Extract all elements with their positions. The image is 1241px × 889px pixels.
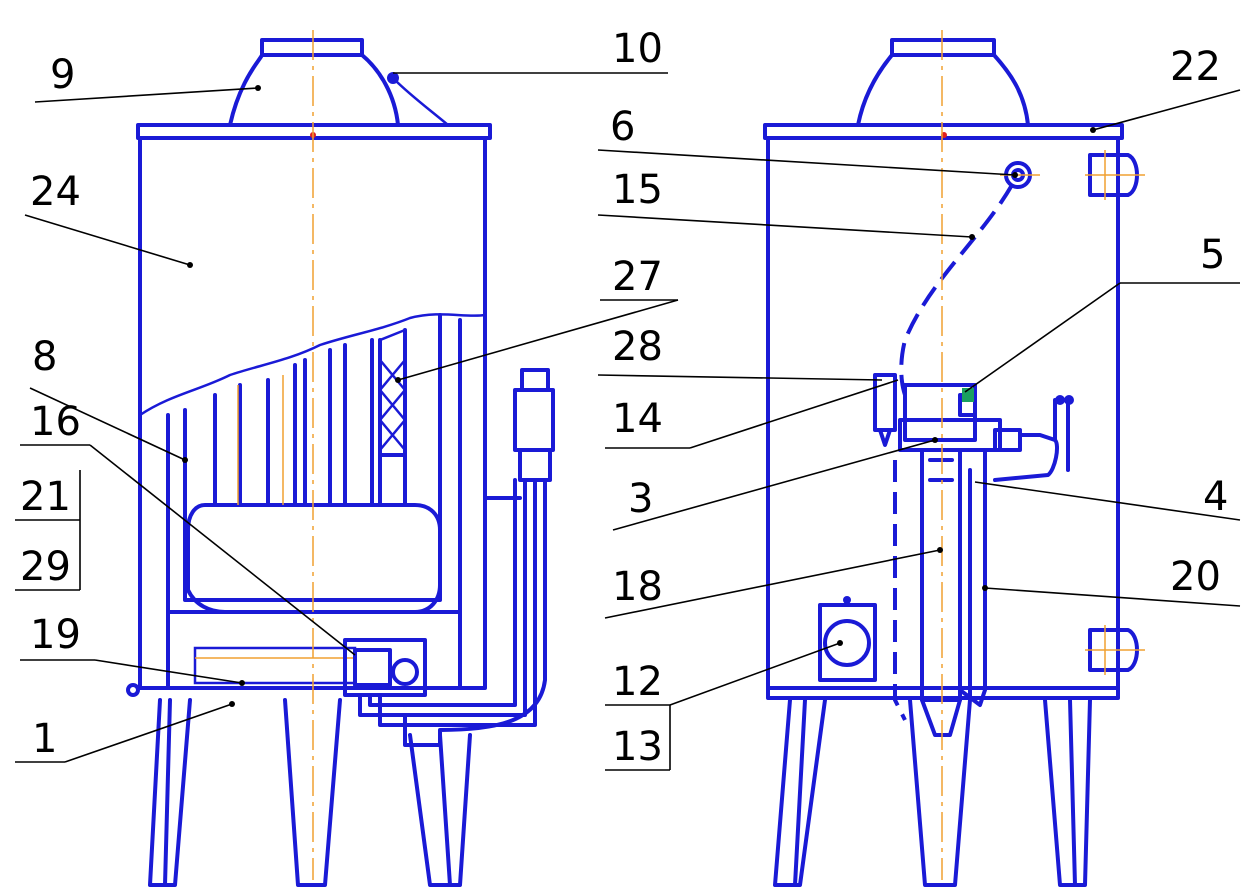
left-burner-chamber (166, 610, 462, 690)
label-1: 1 (32, 716, 57, 762)
label-5: 5 (1200, 232, 1225, 278)
right-gas-valve (873, 373, 1022, 452)
left-sight-scale (193, 646, 357, 685)
label-22: 22 (1170, 44, 1221, 90)
label-18: 18 (612, 564, 663, 610)
label-14: 14 (612, 396, 663, 442)
label-13: 13 (612, 724, 663, 770)
left-legs (148, 698, 472, 887)
right-pipes (958, 448, 987, 707)
left-cutaway-line (139, 313, 486, 417)
left-turbulator (379, 328, 406, 451)
label-12: 12 (612, 659, 663, 705)
left-view (126, 30, 555, 887)
left-dome (228, 38, 400, 127)
right-main-column (920, 448, 962, 702)
label-28: 28 (612, 324, 663, 370)
left-flue-tubes (213, 328, 407, 507)
label-8: 8 (32, 334, 57, 380)
label-4: 4 (1203, 474, 1228, 520)
right-pilot-tube (899, 183, 1014, 396)
right-handles (1088, 153, 1139, 672)
left-sensor-wire (394, 79, 449, 126)
left-heat-exchanger (186, 503, 442, 614)
left-gas-valve (343, 638, 427, 697)
label-16: 16 (30, 399, 81, 445)
right-legs (773, 698, 1092, 887)
label-10: 10 (612, 26, 663, 72)
label-6: 6 (610, 104, 635, 150)
label-27: 27 (612, 254, 663, 300)
label-20: 20 (1170, 554, 1221, 600)
label-24: 24 (30, 169, 81, 215)
label-3: 3 (628, 476, 653, 522)
label-19: 19 (30, 612, 81, 658)
right-dome (856, 38, 1030, 127)
label-21: 21 (20, 474, 71, 520)
left-thermostat (513, 388, 555, 452)
leader-lines (15, 72, 1241, 771)
right-view (763, 30, 1145, 887)
label-29: 29 (20, 544, 71, 590)
left-gas-pipe (358, 478, 537, 727)
label-9: 9 (50, 52, 75, 98)
right-control-box (818, 603, 877, 682)
left-inner-vessel (166, 318, 462, 614)
part-labels: 9 10 6 22 24 15 27 5 8 28 16 14 21 3 4 2… (20, 26, 1228, 770)
label-15: 15 (612, 167, 663, 213)
